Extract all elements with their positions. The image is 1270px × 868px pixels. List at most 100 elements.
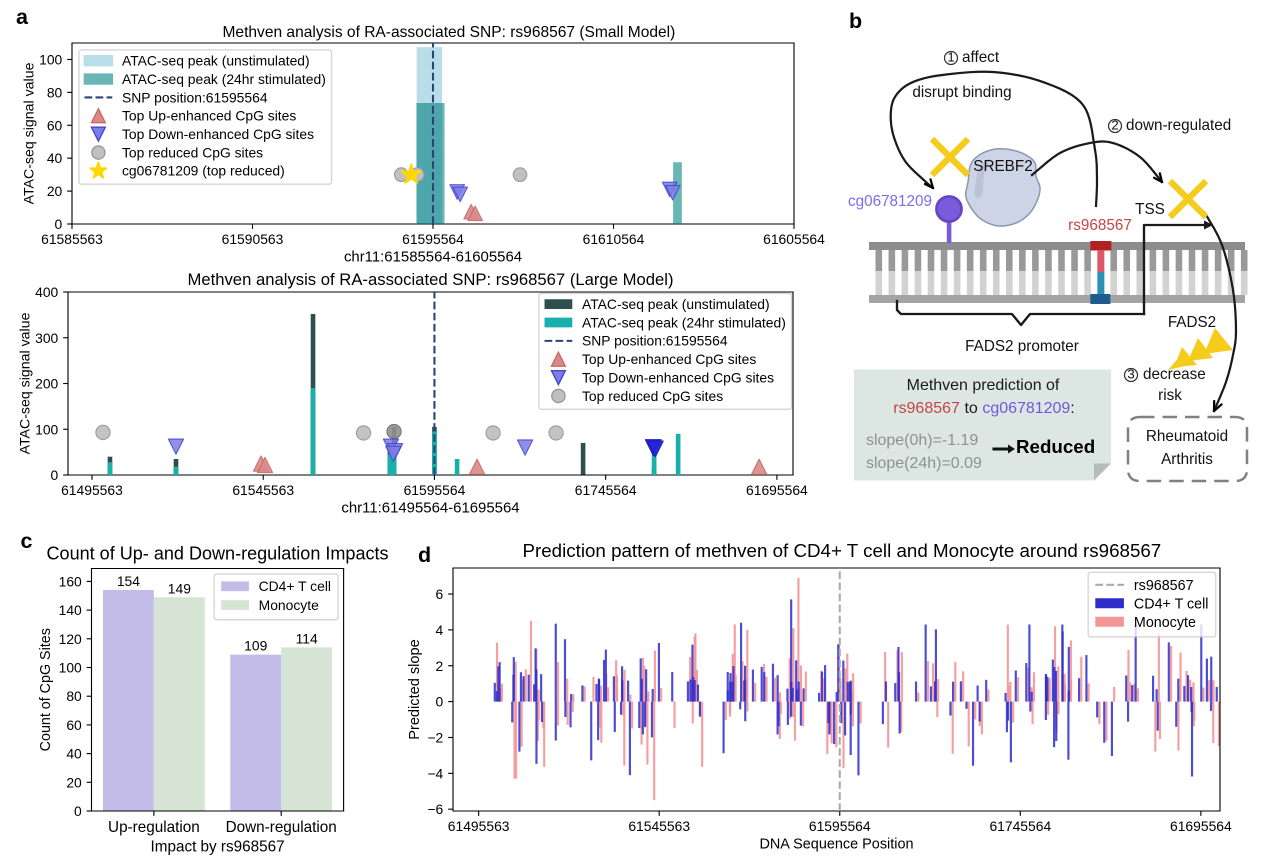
svg-text:SNP position:61595564: SNP position:61595564 [122,89,268,105]
svg-text:SNP position:61595564: SNP position:61595564 [582,333,728,349]
svg-text:Rheumatoid: Rheumatoid [1146,428,1228,445]
svg-text:rs968567: rs968567 [1134,578,1194,594]
svg-text:2: 2 [436,658,444,674]
svg-text:Top Down-enhanced CpG sites: Top Down-enhanced CpG sites [122,126,314,142]
svg-text:ATAC-seq peak (24hr stimulated: ATAC-seq peak (24hr stimulated) [582,314,786,330]
svg-text:100: 100 [39,51,62,67]
svg-text:rs968567: rs968567 [893,400,960,417]
svg-text:109: 109 [244,638,267,654]
svg-text:ATAC-seq signal value: ATAC-seq signal value [21,62,37,204]
svg-text:Monocyte: Monocyte [259,597,319,613]
svg-text:61495563: 61495563 [448,818,510,834]
svg-text:d: d [418,543,431,567]
svg-text:CD4+ T cell: CD4+ T cell [1134,596,1209,612]
svg-text:Top Down-enhanced CpG sites: Top Down-enhanced CpG sites [582,369,774,385]
svg-text:61595564: 61595564 [809,818,871,834]
svg-text:60: 60 [66,717,82,733]
svg-text:SREBF2: SREBF2 [973,158,1032,175]
svg-text:61595564: 61595564 [402,231,464,247]
svg-text:2: 2 [1111,118,1118,133]
svg-text:200: 200 [35,376,58,392]
svg-text:chr11:61585564-61605564: chr11:61585564-61605564 [344,249,522,266]
svg-text:61695564: 61695564 [746,482,808,498]
svg-text:61590563: 61590563 [222,231,284,247]
svg-text:risk: risk [1158,387,1182,404]
svg-text:ATAC-seq signal value: ATAC-seq signal value [17,312,33,454]
svg-text:Methven analysis of RA-associa: Methven analysis of RA-associated SNP: r… [222,24,675,41]
svg-text:ATAC-seq peak (unstimulated): ATAC-seq peak (unstimulated) [582,296,770,312]
svg-text:b: b [849,9,862,33]
svg-text:slope(0h)=-1.19: slope(0h)=-1.19 [866,432,978,449]
svg-text:Monocyte: Monocyte [1134,615,1196,631]
svg-text:4: 4 [436,622,444,638]
svg-text:160: 160 [59,573,82,589]
svg-text:Down-regulation: Down-regulation [226,819,337,836]
svg-text:down-regulated: down-regulated [1126,117,1231,134]
svg-text:0: 0 [55,216,63,232]
svg-text:20: 20 [47,183,63,199]
svg-text:Methven prediction of: Methven prediction of [907,377,1060,394]
svg-text:1: 1 [947,50,954,65]
svg-text:100: 100 [35,421,58,437]
svg-text:rs968567: rs968567 [1068,217,1132,234]
svg-text:DNA Sequence Position: DNA Sequence Position [759,836,913,852]
svg-text:Count of CpG Sites: Count of CpG Sites [38,628,54,751]
svg-text:100: 100 [59,660,82,676]
svg-text:Reduced: Reduced [1016,436,1095,457]
svg-text:0: 0 [74,803,82,819]
svg-text:Methven analysis of RA-associa: Methven analysis of RA-associated SNP: r… [187,270,673,289]
svg-text:114: 114 [296,631,318,647]
svg-text:0: 0 [51,467,59,483]
svg-text:Top Up-enhanced CpG sites: Top Up-enhanced CpG sites [582,351,756,367]
svg-text:ATAC-seq peak (24hr stimulated: ATAC-seq peak (24hr stimulated) [122,71,326,87]
svg-text:154: 154 [117,573,140,589]
svg-text:CD4+ T cell: CD4+ T cell [259,578,331,594]
svg-text:Predicted slope: Predicted slope [407,639,423,740]
svg-text:Top reduced CpG sites: Top reduced CpG sites [122,144,263,160]
svg-text:disrupt binding: disrupt binding [912,84,1011,101]
svg-text::: : [1070,400,1074,417]
svg-text:61745564: 61745564 [575,482,637,498]
svg-text:Count of Up- and Down-regulati: Count of Up- and Down-regulation Impacts [47,543,389,563]
svg-text:−2: −2 [427,730,443,746]
svg-text:a: a [16,5,29,29]
svg-text:61695564: 61695564 [1170,818,1232,834]
svg-text:decrease: decrease [1143,366,1206,383]
svg-text:FADS2: FADS2 [1168,314,1216,331]
svg-text:6: 6 [436,586,444,602]
svg-text:cg06781209 (top reduced): cg06781209 (top reduced) [122,163,285,179]
svg-text:40: 40 [66,746,82,762]
svg-text:61545563: 61545563 [232,482,294,498]
svg-text:−6: −6 [427,801,443,817]
svg-text:cg06781209: cg06781209 [848,193,932,210]
svg-text:TSS: TSS [1135,201,1165,218]
svg-text:140: 140 [59,602,82,618]
svg-text:chr11:61495564-61695564: chr11:61495564-61695564 [341,500,519,517]
svg-text:cg06781209: cg06781209 [982,400,1070,417]
svg-text:Top reduced CpG sites: Top reduced CpG sites [582,388,723,404]
svg-text:20: 20 [66,774,82,790]
svg-text:ATAC-seq peak (unstimulated): ATAC-seq peak (unstimulated) [122,53,310,69]
svg-text:61585563: 61585563 [41,231,103,247]
svg-text:61595564: 61595564 [404,482,466,498]
svg-text:80: 80 [47,84,63,100]
svg-text:slope(24h)=0.09: slope(24h)=0.09 [866,455,982,472]
svg-text:c: c [21,529,33,553]
svg-text:80: 80 [66,688,82,704]
svg-text:300: 300 [35,330,58,346]
svg-text:60: 60 [47,117,63,133]
svg-text:61545563: 61545563 [628,818,690,834]
svg-text:400: 400 [35,284,58,300]
svg-text:Prediction pattern of methven: Prediction pattern of methven of CD4+ T … [522,540,1161,561]
svg-text:3: 3 [1127,367,1134,382]
svg-text:40: 40 [47,150,63,166]
svg-text:149: 149 [168,580,191,596]
svg-text:Up-regulation: Up-regulation [108,819,200,836]
svg-text:61495563: 61495563 [61,482,123,498]
svg-text:affect: affect [962,49,1000,66]
svg-text:Impact by rs968567: Impact by rs968567 [151,839,285,856]
svg-text:61605564: 61605564 [763,231,825,247]
svg-text:−4: −4 [427,765,443,781]
svg-text:61610564: 61610564 [583,231,645,247]
svg-text:120: 120 [59,631,82,647]
